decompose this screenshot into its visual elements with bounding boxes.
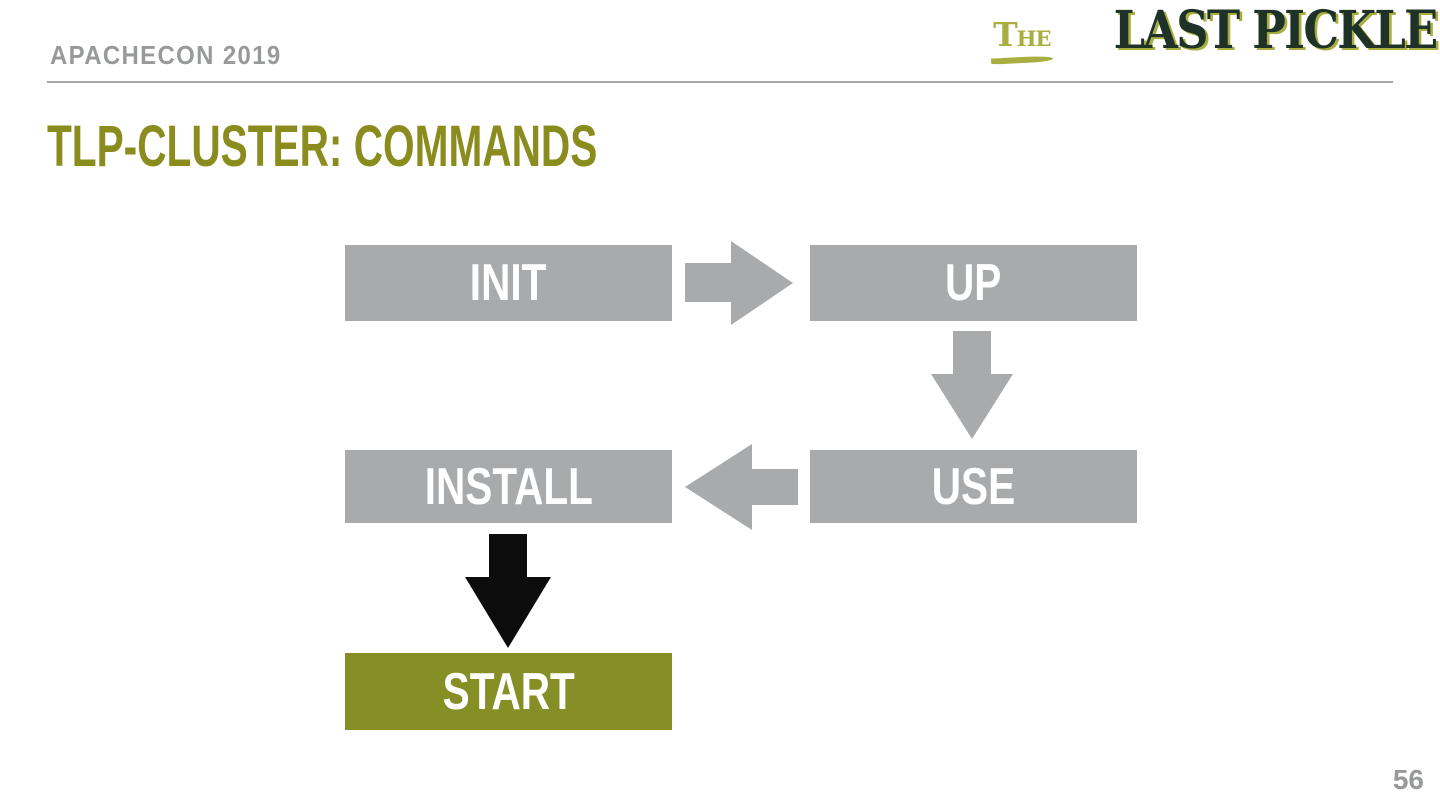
header-divider [47,81,1393,83]
event-label: APACHECON 2019 [50,40,282,70]
arrow-shaft [685,263,733,302]
arrow-shaft [750,469,798,505]
arrow-head-left-icon [685,444,752,530]
flow-node-up: UP [810,245,1137,321]
flow-node-label: START [442,662,575,721]
flow-node-label: USE [931,457,1016,516]
arrow-head-down-icon [465,577,551,648]
flow-node-label: UP [945,254,1002,312]
flow-node-use: USE [810,450,1137,523]
flow-node-label: INIT [470,254,547,312]
arrow-head-right-icon [731,241,793,325]
flow-node-install: INSTALL [345,450,672,523]
logo-wordmark: LAST PICKLE [1113,0,1438,61]
last-pickle-logo: THE LAST PICKLE [990,0,1438,65]
arrow-shaft [489,534,527,578]
flow-node-start: START [345,653,672,730]
flow-node-init: INIT [345,245,672,321]
page-number: 56 [1392,764,1424,795]
slide-title: TLP-CLUSTER: COMMANDS [47,114,598,179]
arrow-shaft [953,331,991,375]
logo-the-text: THE [993,15,1051,54]
flow-node-label: INSTALL [424,457,593,516]
logo-the: THE [990,15,1054,65]
arrow-head-down-icon [931,374,1013,439]
